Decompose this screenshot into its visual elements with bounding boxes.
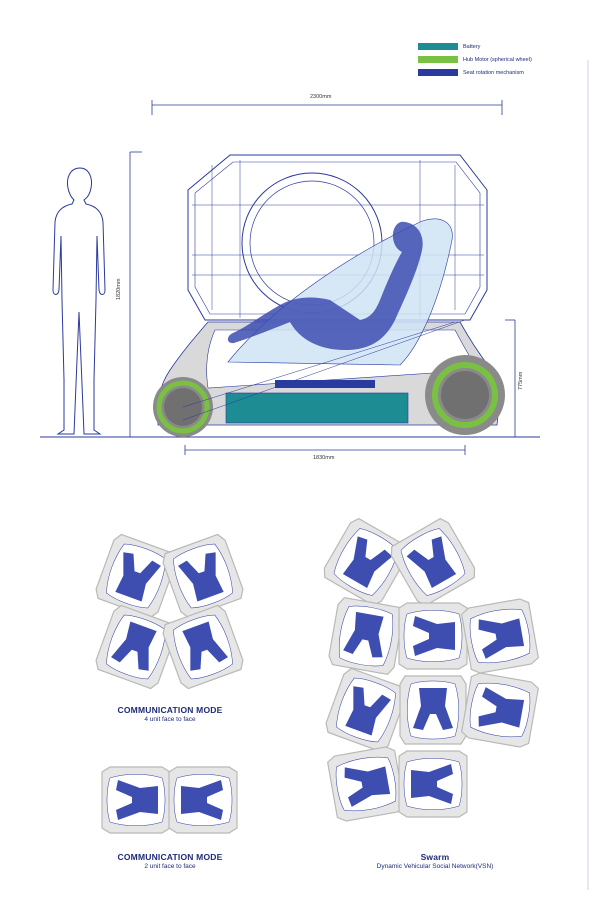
legend-swatch-hub-motor — [418, 56, 458, 63]
legend: Battery Hub Motor (spherical wheel) Seat… — [418, 40, 532, 79]
wheelbase-dimension — [184, 445, 466, 455]
pod-unit — [398, 602, 468, 670]
legend-swatch-seat-rotation — [418, 69, 458, 76]
legend-item-seat-rotation: Seat rotation mechanism — [418, 66, 532, 79]
caption-swarm: Swarm Dynamic Vehicular Social Network(V… — [330, 852, 540, 870]
overall-width-label: 2300mm — [310, 94, 332, 100]
pod-unit — [328, 597, 404, 675]
caption-swarm-subtitle: Dynamic Vehicular Social Network(VSN) — [376, 863, 494, 870]
legend-item-hub-motor: Hub Motor (spherical wheel) — [418, 53, 532, 66]
pod-unit — [162, 533, 244, 619]
pod-unit — [461, 672, 539, 748]
pod-layouts — [95, 517, 539, 834]
seat-rotation-mechanism — [275, 380, 375, 388]
caption-swarm-title: Swarm — [420, 852, 450, 862]
pod-unit — [461, 598, 539, 674]
pod-unit — [95, 604, 177, 690]
rear-wheel — [425, 355, 505, 435]
caption-mode-2-title: COMMUNICATION MODE — [117, 852, 223, 862]
legend-swatch-battery — [418, 43, 458, 50]
caption-mode-2: COMMUNICATION MODE 2 unit face to face — [90, 852, 250, 870]
pod-unit — [162, 604, 244, 690]
rear-height-label: 775mm — [518, 371, 524, 390]
pod-unit — [101, 766, 171, 834]
overall-width-dimension — [151, 100, 503, 115]
pod-unit — [327, 746, 405, 822]
battery-pack — [225, 392, 409, 424]
overall-height-dimension — [129, 151, 142, 437]
caption-mode-4: COMMUNICATION MODE 4 unit face to face — [90, 705, 250, 723]
pod-unit — [390, 517, 476, 607]
caption-mode-4-title: COMMUNICATION MODE — [117, 705, 223, 715]
seated-figure — [227, 221, 423, 350]
legend-item-battery: Battery — [418, 40, 532, 53]
rear-height-dimension — [505, 319, 516, 437]
legend-label-battery: Battery — [463, 43, 481, 50]
pod-unit — [95, 533, 177, 619]
caption-mode-4-subtitle: 4 unit face to face — [144, 716, 196, 723]
pod-unit — [325, 667, 407, 753]
legend-label-seat-rotation: Seat rotation mechanism — [463, 69, 524, 76]
wheelbase-label: 1830mm — [313, 455, 335, 461]
legend-label-hub-motor: Hub Motor (spherical wheel) — [463, 56, 532, 63]
pod-unit — [399, 675, 467, 745]
structure-lines — [182, 319, 466, 421]
overall-height-label: 1820mm — [116, 278, 122, 300]
caption-mode-2-subtitle: 2 unit face to face — [144, 863, 196, 870]
pod-unit — [398, 750, 468, 818]
pod-unit — [168, 766, 238, 834]
human-silhouette — [52, 167, 106, 435]
pod-unit — [323, 517, 409, 607]
